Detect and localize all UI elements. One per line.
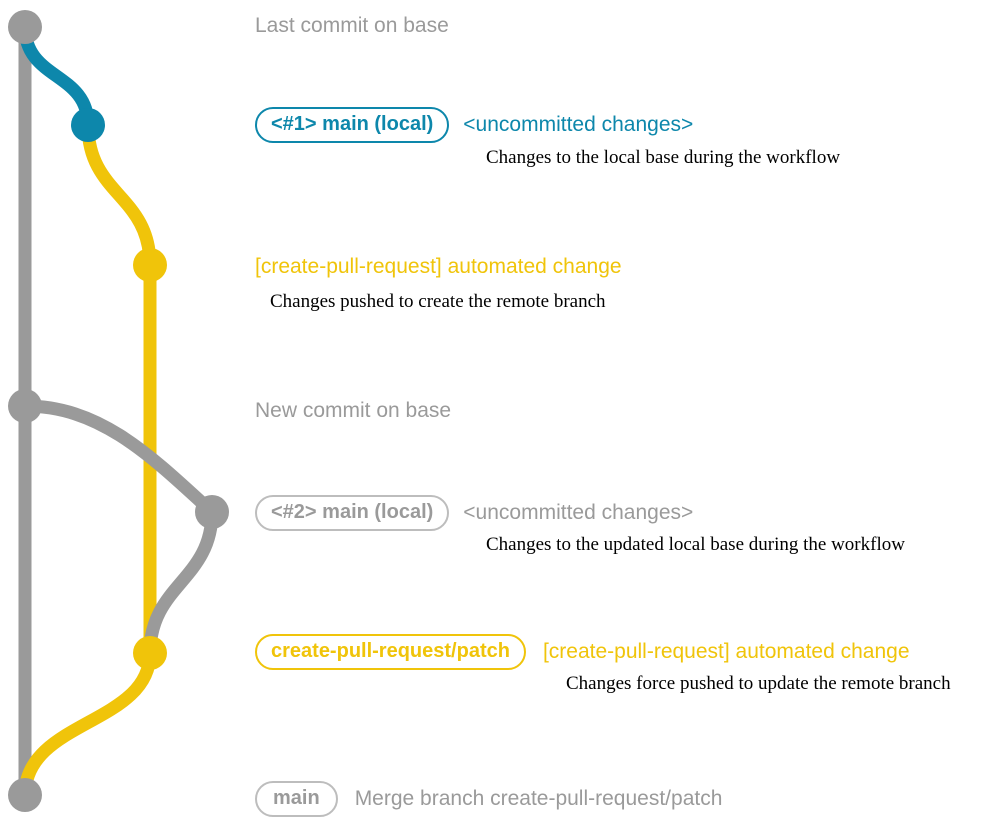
edge-remote-2-to-merge <box>18 646 157 802</box>
commit-row-merge: main Merge branch create-pull-request/pa… <box>255 781 722 817</box>
commit-row-local-1: <#1> main (local) <uncommitted changes> <box>255 107 693 143</box>
commit-note-local-2: Changes to the updated local base during… <box>486 534 905 555</box>
branch-badge-local-2[interactable]: <#2> main (local) <box>255 495 450 531</box>
commit-note-remote-2: Changes force pushed to update the remot… <box>566 673 951 694</box>
commit-message-local-2: <uncommitted changes> <box>463 501 694 525</box>
node-base-new[interactable] <box>8 389 42 423</box>
commit-message-remote-1: [create-pull-request] automated change <box>255 255 622 278</box>
branch-badge-main[interactable]: main <box>255 781 338 817</box>
commit-label-new-commit-on-base: New commit on base <box>255 399 452 422</box>
commit-row-local-2: <#2> main (local) <uncommitted changes> <box>255 495 693 531</box>
commit-note-local-1: Changes to the local base during the wor… <box>486 147 841 168</box>
edge-base-to-local-1 <box>18 20 95 132</box>
node-base-merge[interactable] <box>8 778 42 812</box>
edge-local-1-to-remote-1 <box>81 118 157 272</box>
commit-label-last-commit-on-base: Last commit on base <box>255 14 449 37</box>
commit-message-remote-2: [create-pull-request] automated change <box>542 640 910 664</box>
edge-base-new-to-local-2 <box>18 399 219 519</box>
commit-message-merge: Merge branch create-pull-request/patch <box>354 787 723 811</box>
branch-badge-remote-2[interactable]: create-pull-request/patch <box>255 634 526 670</box>
edge-local-2-to-remote-2 <box>143 505 219 660</box>
commit-row-remote-2: create-pull-request/patch [create-pull-r… <box>255 634 910 670</box>
node-local-1[interactable] <box>71 108 105 142</box>
branch-badge-local-1[interactable]: <#1> main (local) <box>255 107 450 143</box>
commit-note-remote-1: Changes pushed to create the remote bran… <box>270 291 606 312</box>
node-remote-2[interactable] <box>133 636 167 670</box>
node-remote-1[interactable] <box>133 248 167 282</box>
node-base-top[interactable] <box>8 10 42 44</box>
commit-row-remote-1: [create-pull-request] automated change <box>255 255 622 278</box>
commit-message-local-1: <uncommitted changes> <box>463 113 694 137</box>
node-local-2[interactable] <box>195 495 229 529</box>
